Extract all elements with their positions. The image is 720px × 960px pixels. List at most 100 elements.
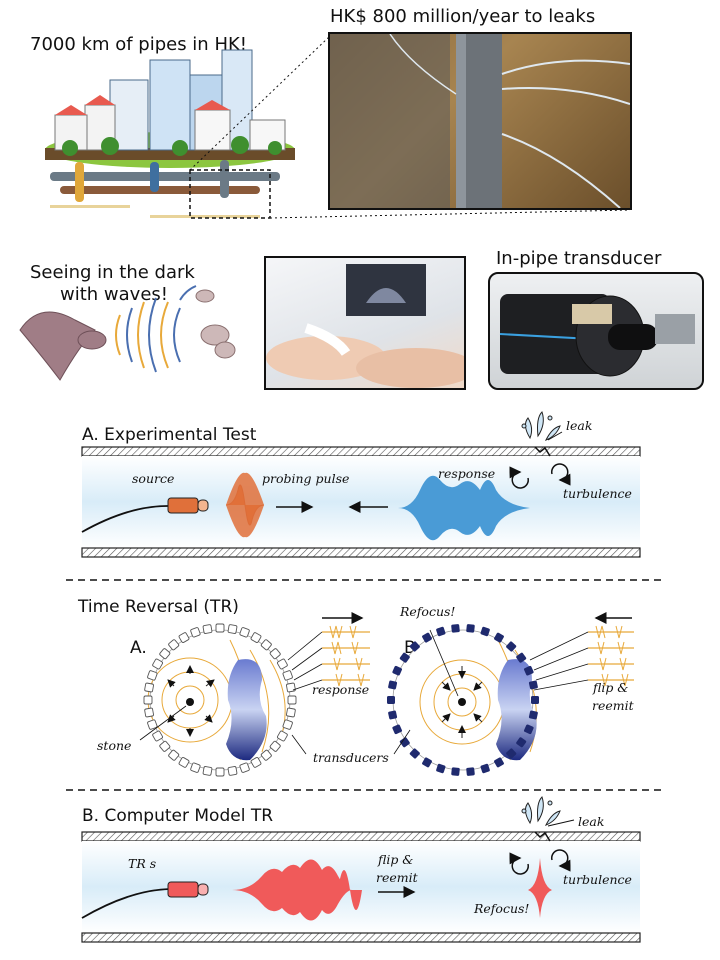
transducer-element xyxy=(516,652,527,663)
transducer-element xyxy=(480,626,490,637)
stone-shape-b xyxy=(496,659,537,761)
transducer-element xyxy=(282,670,293,681)
tr-response-label: response xyxy=(312,682,370,697)
transducer-element xyxy=(480,763,490,774)
transducer-element xyxy=(451,624,460,633)
transducer-element xyxy=(227,766,238,776)
bat-title-line1: Seeing in the dark xyxy=(30,262,195,283)
transducer-element xyxy=(190,762,201,773)
transducer-element xyxy=(516,737,527,748)
transducer-element xyxy=(250,632,262,643)
transducer-element xyxy=(168,639,180,651)
leak-b-crack xyxy=(534,831,551,842)
turbulence-label: turbulence xyxy=(563,486,632,501)
transducer-element xyxy=(494,757,504,768)
pipe-wall-top xyxy=(81,446,641,457)
transducer-element xyxy=(147,719,158,730)
transducer-element xyxy=(277,730,288,742)
transducer-element xyxy=(144,682,154,693)
source-transducer xyxy=(167,497,199,514)
transducer-element xyxy=(451,767,460,776)
transducer-element xyxy=(399,737,410,748)
tr-sub-b: B. xyxy=(404,638,422,658)
tr-stone-label: stone xyxy=(97,738,132,753)
leak-b-spray-icon xyxy=(521,796,561,826)
tr-heading: Time Reversal (TR) xyxy=(78,597,239,617)
transducer-element xyxy=(144,707,154,718)
transducer-element xyxy=(239,762,250,773)
leak-label: leak xyxy=(566,418,593,433)
leak-spray-icon xyxy=(521,411,561,441)
probing-pulse-label: probing pulse xyxy=(262,471,350,486)
source-label: source xyxy=(132,471,175,486)
tr-sub-a: A. xyxy=(130,638,147,658)
response-label: response xyxy=(438,466,496,481)
transducer-element xyxy=(190,627,201,638)
leak-photo xyxy=(328,32,632,210)
pipe-b-interior xyxy=(82,841,640,933)
transducer-element xyxy=(388,710,398,720)
transducer-element xyxy=(392,665,403,676)
transducer-element xyxy=(152,658,163,670)
transducer-element xyxy=(178,757,190,768)
transducer-element xyxy=(436,626,446,637)
response-wave xyxy=(398,475,530,541)
transducer-element xyxy=(523,665,534,676)
panel-b-flip-label-1: flip & xyxy=(378,852,414,867)
transducer-element xyxy=(159,740,171,752)
transducer-element xyxy=(466,624,475,633)
transducer-element xyxy=(202,766,213,776)
tr-refocus-label: Refocus! xyxy=(400,604,456,619)
transducer-element xyxy=(422,632,432,643)
source-cable xyxy=(81,505,171,533)
transducer-element xyxy=(215,767,225,777)
bat-icon xyxy=(19,311,107,381)
transducer-element xyxy=(409,748,420,759)
transducer-element xyxy=(282,719,293,730)
pipe-b-wall-bottom xyxy=(81,932,641,943)
leak-cost-title: HK$ 800 million/year to leaks xyxy=(330,6,596,27)
refocus-point-b xyxy=(458,698,466,706)
transducer-photo-art xyxy=(499,294,695,377)
transducer-element xyxy=(277,658,288,670)
tr-ring-a xyxy=(147,629,291,771)
transducer-element xyxy=(147,670,158,681)
panel-b-heading: B. Computer Model TR xyxy=(82,806,274,826)
tr-transducer-ring-a xyxy=(143,623,297,777)
transducer-element xyxy=(227,624,238,634)
ultrasound-photo xyxy=(264,256,466,390)
probing-pulse-wave xyxy=(225,484,265,526)
transducer-element xyxy=(202,624,213,634)
transducer-element xyxy=(528,680,538,690)
trs-transducer xyxy=(167,881,199,898)
trs-label: TR s xyxy=(128,856,157,871)
transducer-element xyxy=(466,767,475,776)
pipes-title: 7000 km of pipes in HK! xyxy=(30,34,247,55)
tr-reemit-wave xyxy=(232,859,352,921)
turbulence-swirl-left xyxy=(509,466,529,489)
stone-shape-a xyxy=(226,659,267,761)
pipe-b-wall-top xyxy=(81,831,641,842)
transducer-title: In-pipe transducer xyxy=(496,248,662,269)
transducer-element xyxy=(531,696,539,704)
transducer-photo xyxy=(488,272,704,390)
turbulence-b-swirl-left xyxy=(509,852,529,875)
transducer-element xyxy=(178,632,190,643)
transducer-element xyxy=(506,748,517,759)
bat-title-line2: with waves! xyxy=(60,284,168,305)
transducer-element xyxy=(250,757,262,768)
moth-icon-2 xyxy=(195,289,215,303)
tr-flip-label-1: flip & xyxy=(593,680,629,695)
turbulence-b-swirl-right xyxy=(551,849,571,872)
transducer-element xyxy=(528,710,538,720)
transducer-element xyxy=(506,641,517,652)
transducer-element xyxy=(143,695,153,705)
tr-response-signals-a xyxy=(322,631,370,681)
transducer-element xyxy=(436,763,446,774)
transducer-element xyxy=(260,749,272,761)
tr-transducers-label: transducers xyxy=(313,750,389,765)
turbulence-swirl-right xyxy=(551,463,571,486)
transducer-element xyxy=(422,757,432,768)
leak-crack xyxy=(534,446,551,457)
tr-flip-label-2: reemit xyxy=(592,698,634,713)
